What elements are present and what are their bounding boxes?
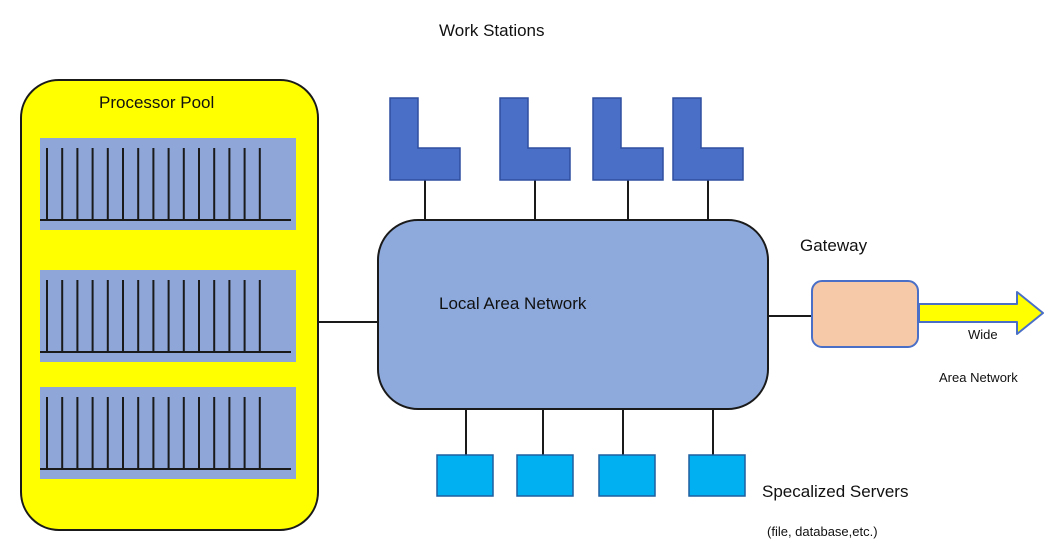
server <box>516 409 574 497</box>
processor-racks <box>40 138 296 479</box>
server-icon <box>436 454 494 497</box>
processor-pool-label: Processor Pool <box>99 93 215 112</box>
wan-label-line1: Wide <box>968 327 998 342</box>
workstation <box>499 97 571 220</box>
servers-note: (file, database,etc.) <box>767 524 878 539</box>
workstation <box>672 97 744 220</box>
servers-label: Specalized Servers <box>762 482 909 501</box>
workstation <box>389 97 461 220</box>
wan-label-line2: Area Network <box>939 370 1018 385</box>
processor-rack <box>40 387 296 479</box>
server-icon <box>598 454 656 497</box>
server <box>436 409 494 497</box>
server <box>598 409 656 497</box>
lan-label: Local Area Network <box>439 294 587 313</box>
workstation-icon <box>672 97 744 181</box>
gateway-label: Gateway <box>800 236 868 255</box>
server <box>688 409 746 497</box>
workstation-icon <box>389 97 461 181</box>
processor-rack <box>40 138 296 230</box>
workstations-label: Work Stations <box>439 21 545 40</box>
servers <box>436 409 746 497</box>
workstations <box>389 97 744 220</box>
server-icon <box>516 454 574 497</box>
server-icon <box>688 454 746 497</box>
wan-arrow-icon <box>918 291 1044 335</box>
workstation <box>592 97 664 220</box>
processor-rack <box>40 270 296 362</box>
workstation-icon <box>499 97 571 181</box>
workstation-icon <box>592 97 664 181</box>
lan-box <box>377 219 769 410</box>
gateway-box <box>811 280 919 348</box>
